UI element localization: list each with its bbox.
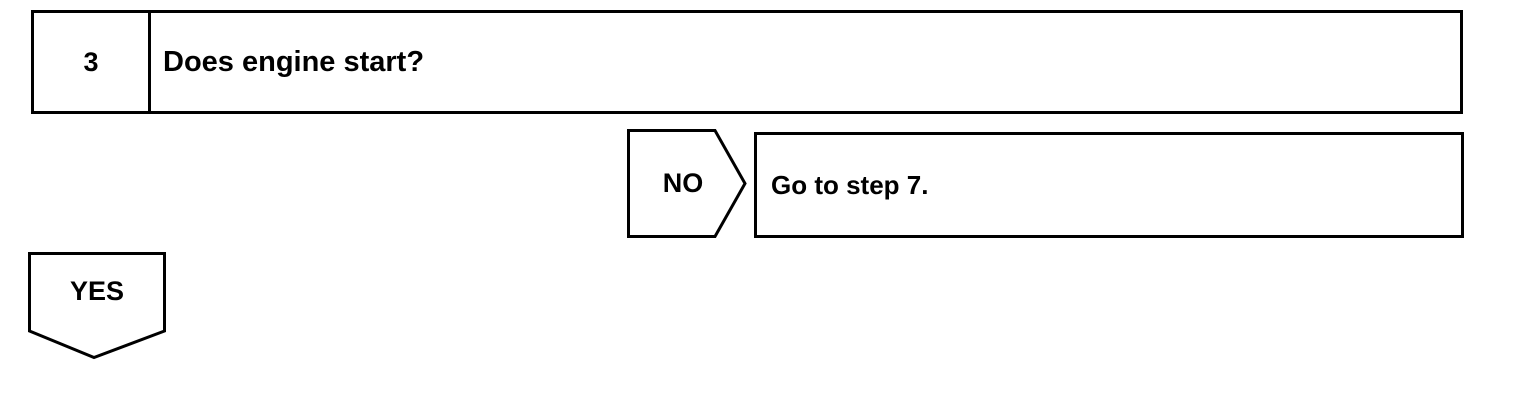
yes-branch-badge: YES xyxy=(28,252,168,360)
no-branch-badge: NO xyxy=(627,129,748,238)
yes-branch-label: YES xyxy=(69,276,125,306)
step-number: 3 xyxy=(34,13,151,111)
no-branch-result: Go to step 7. xyxy=(754,132,1464,238)
no-branch-label: NO xyxy=(662,168,704,198)
step-question: Does engine start? xyxy=(163,45,425,78)
down-arrow-tag-icon xyxy=(28,252,166,360)
step-box: 3 Does engine start? xyxy=(31,10,1463,114)
right-arrow-tag-icon xyxy=(627,129,747,238)
